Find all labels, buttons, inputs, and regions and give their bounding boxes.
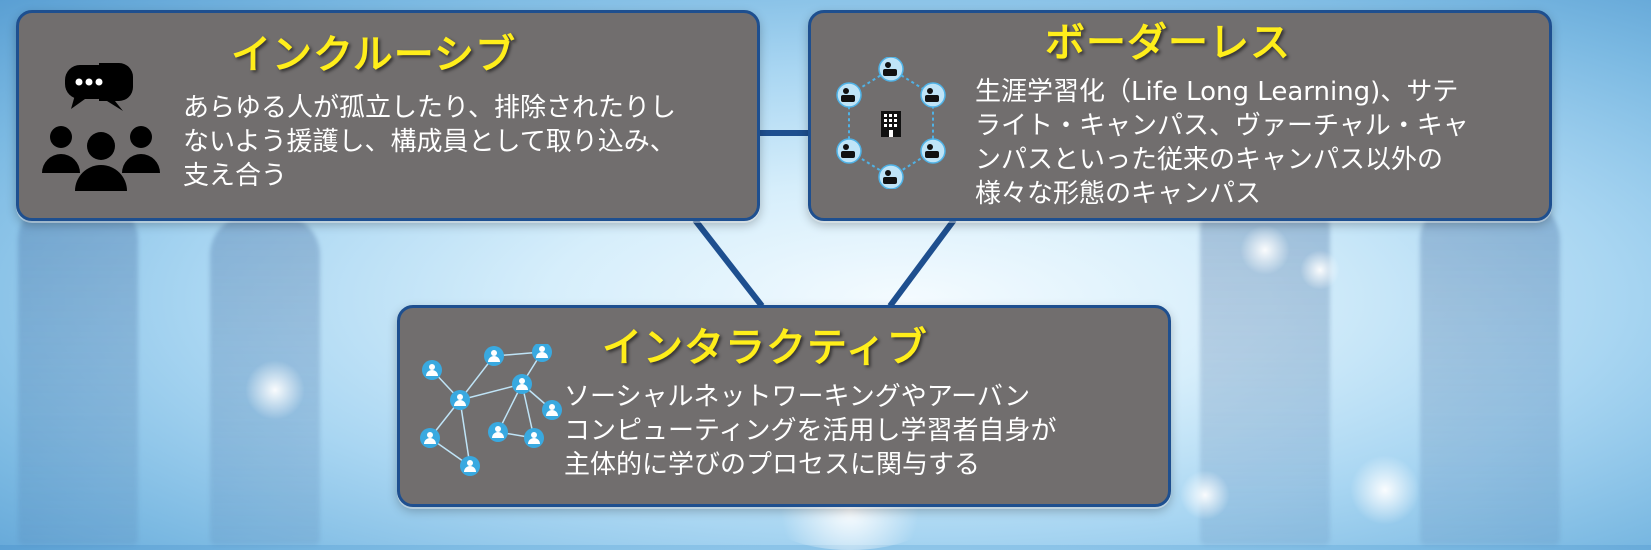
network-campus-icon [836, 57, 946, 189]
social-network-icon [420, 344, 562, 476]
interactive-title: インタラクティブ [602, 325, 928, 371]
inclusive-description-line: 支え合う [183, 161, 288, 191]
inclusive-description-line: あらゆる人が孤立したり、排除されたりし [183, 93, 676, 123]
borderless-description-line: 様々な形態のキャンパス [975, 179, 1262, 209]
interactive-description-line: 主体的に学びのプロセスに関与する [564, 450, 981, 480]
people-chat-icon [42, 63, 160, 191]
borderless-title: ボーダーレス [1045, 20, 1291, 66]
inclusive-description: あらゆる人が孤立したり、排除されたりし ないよう援護し、構成員として取り込み、 … [183, 91, 676, 193]
borderless-description: 生涯学習化（Life Long Learning)、サテ ライト・キャンパス、ヴ… [975, 75, 1469, 211]
interactive-description-line: ソーシャルネットワーキングやアーバン [564, 382, 1031, 412]
inclusive-description-line: ないよう援護し、構成員として取り込み、 [183, 127, 676, 157]
borderless-description-line: 生涯学習化（Life Long Learning)、サテ [975, 77, 1459, 107]
borderless-description-line: ライト・キャンパス、ヴァーチャル・キャ [975, 111, 1469, 141]
connector-borderless-interactive [887, 218, 957, 308]
network-nodes [420, 344, 562, 476]
interactive-description-line: コンピューティングを活用し学習者自身が [564, 416, 1057, 446]
inclusive-title: インクルーシブ [231, 32, 516, 78]
borderless-card: ボーダーレス 生涯学習化（Life Long Learning)、サテ ライト・… [808, 10, 1552, 221]
inclusive-card: インクルーシブ あらゆる人が孤立したり、排除されたりし ないよう援護し、構成員と… [16, 10, 760, 221]
interactive-description: ソーシャルネットワーキングやアーバン コンピューティングを活用し学習者自身が 主… [564, 380, 1056, 482]
interactive-card: インタラクティブ ソーシャルネットワーキングやアーバン コンピューティングを活用… [397, 305, 1171, 507]
borderless-description-line: ンパスといった従来のキャンパス以外の [975, 145, 1444, 175]
connector-inclusive-interactive [692, 218, 765, 308]
